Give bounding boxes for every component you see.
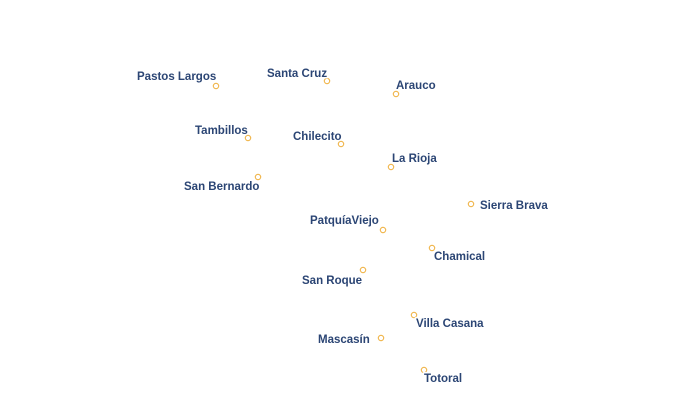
place-marker-san-roque: [359, 266, 367, 274]
place-markers: [212, 77, 475, 374]
place-label-arauco: Arauco: [396, 80, 436, 92]
place-label-villa-casana: Villa Casana: [416, 318, 484, 330]
place-label-pastos-largos: Pastos Largos: [137, 71, 216, 83]
place-marker-tambillos: [244, 134, 252, 142]
place-label-chilecito: Chilecito: [293, 131, 342, 143]
place-label-santa-cruz: Santa Cruz: [267, 68, 327, 80]
place-marker-santa-cruz: [323, 77, 331, 85]
place-label-mascasin: Mascasín: [318, 334, 370, 346]
place-label-sierra-brava: Sierra Brava: [480, 200, 548, 212]
place-marker-villa-casana: [410, 311, 418, 319]
place-marker-patquia-viejo: [379, 226, 387, 234]
place-label-totoral: Totoral: [424, 373, 462, 385]
place-label-san-bernardo: San Bernardo: [184, 181, 259, 193]
place-marker-totoral: [420, 366, 428, 374]
place-marker-la-rioja: [387, 163, 395, 171]
place-marker-sierra-brava: [467, 200, 475, 208]
place-label-patquia-viejo: PatquíaViejo: [310, 215, 379, 227]
place-marker-mascasin: [377, 334, 385, 342]
place-label-tambillos: Tambillos: [195, 125, 248, 137]
place-marker-arauco: [392, 90, 400, 98]
place-marker-pastos-largos: [212, 82, 220, 90]
place-marker-chamical: [428, 244, 436, 252]
place-marker-san-bernardo: [254, 173, 262, 181]
place-label-la-rioja: La Rioja: [392, 153, 437, 165]
place-label-san-roque: San Roque: [302, 275, 362, 287]
place-marker-chilecito: [337, 140, 345, 148]
place-label-chamical: Chamical: [434, 251, 485, 263]
